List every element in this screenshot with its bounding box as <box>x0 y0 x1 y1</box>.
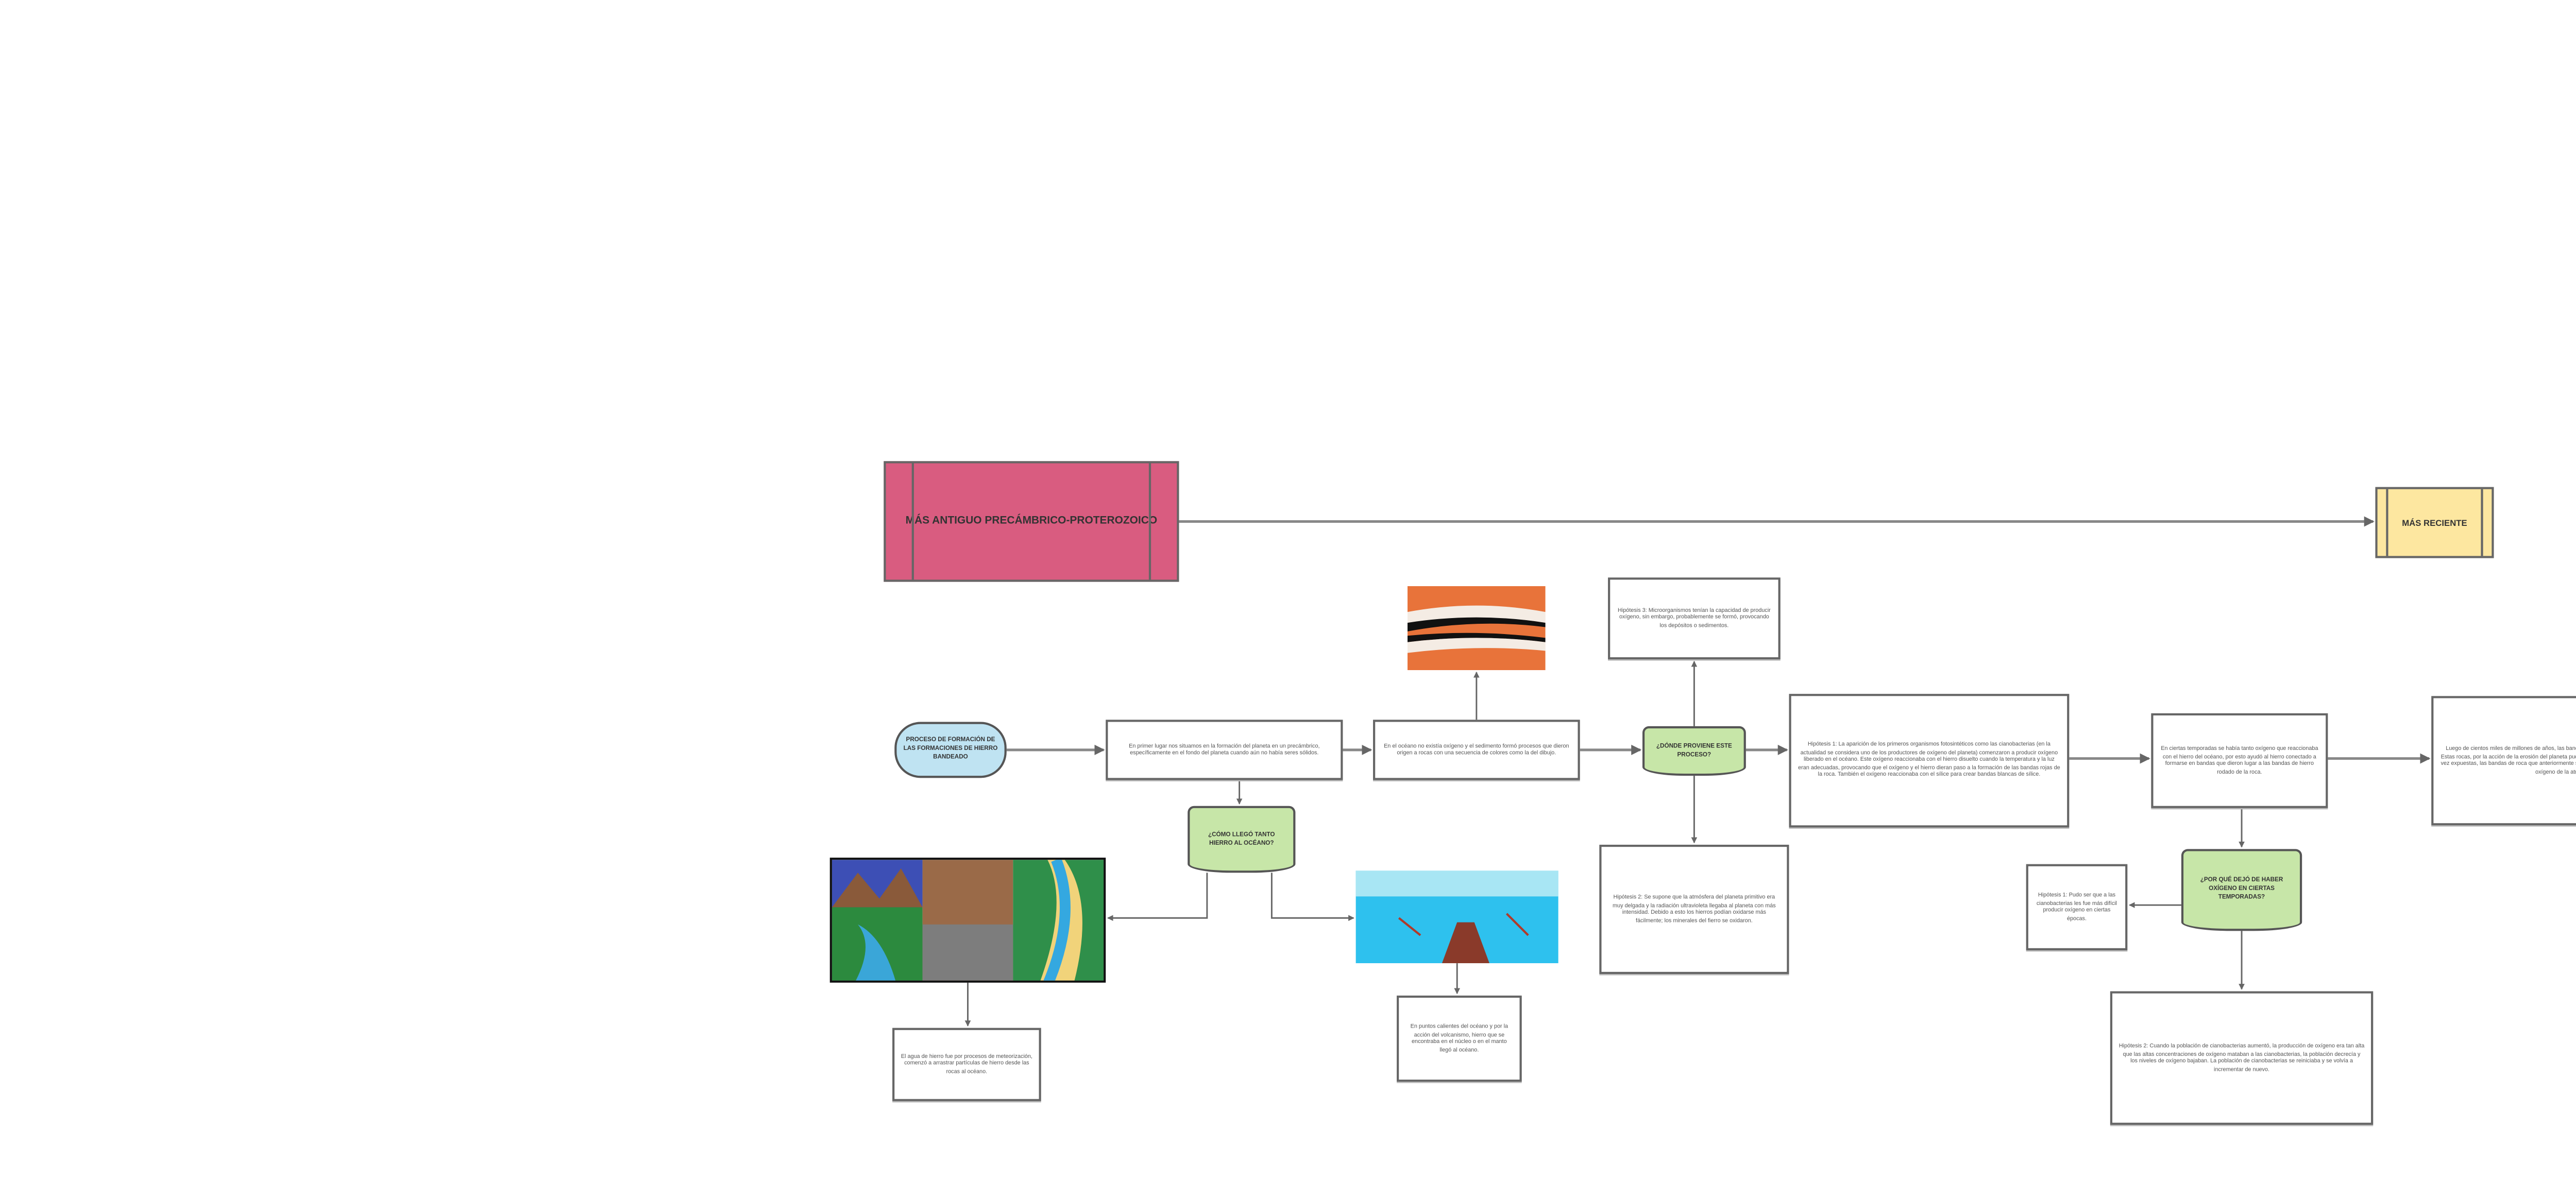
origin-hypothesis-1[interactable]: Hipótesis 1: La aparición de los primero… <box>1789 694 2070 828</box>
volcanic-ocean-image <box>1355 870 1558 964</box>
step-1[interactable]: En primer lugar nos situamos en la forma… <box>1106 720 1343 780</box>
question-iron[interactable]: ¿CÓMO LLEGÓ TANTO HIERRO AL OCÉANO? <box>1188 806 1296 873</box>
question-oxygen[interactable]: ¿POR QUÉ DEJÓ DE HABER OXÍGENO EN CIERTA… <box>2181 849 2302 931</box>
step-4[interactable]: Luego de cientos miles de millones de añ… <box>2431 696 2576 826</box>
iron-source-weathering[interactable]: El agua de hierro fue por procesos de me… <box>892 1028 1041 1101</box>
origin-hypothesis-2[interactable]: Hipótesis 2: Se supone que la atmósfera … <box>1599 845 1789 975</box>
step-3[interactable]: En ciertas temporadas se había tanto oxí… <box>2151 713 2328 808</box>
banded-iron-rock-image <box>1407 586 1546 671</box>
question-origin[interactable]: ¿DÓNDE PROVIENE ESTE PROCESO? <box>1642 726 1746 776</box>
origin-hypothesis-3[interactable]: Hipótesis 3: Microorganismos tenían la c… <box>1608 577 1781 660</box>
oxygen-hypothesis-2[interactable]: Hipótesis 2: Cuando la población de cian… <box>2110 991 2374 1125</box>
weathering-landscape-image <box>829 858 1106 983</box>
oxygen-hypothesis-1[interactable]: Hipótesis 1: Pudo ser que a las cianobac… <box>2026 864 2128 951</box>
start-node[interactable]: PROCESO DE FORMACIÓN DE LAS FORMACIONES … <box>894 722 1007 778</box>
iron-source-volcanism[interactable]: En puntos calientes del océano y por la … <box>1397 995 1522 1082</box>
step-2[interactable]: En el océano no existía oxígeno y el sed… <box>1373 720 1580 780</box>
timeline-oldest[interactable]: MÁS ANTIGUO PRECÁMBRICO-PROTEROZOICO <box>884 461 1179 582</box>
timeline-newest[interactable]: MÁS RECIENTE <box>2375 487 2494 558</box>
